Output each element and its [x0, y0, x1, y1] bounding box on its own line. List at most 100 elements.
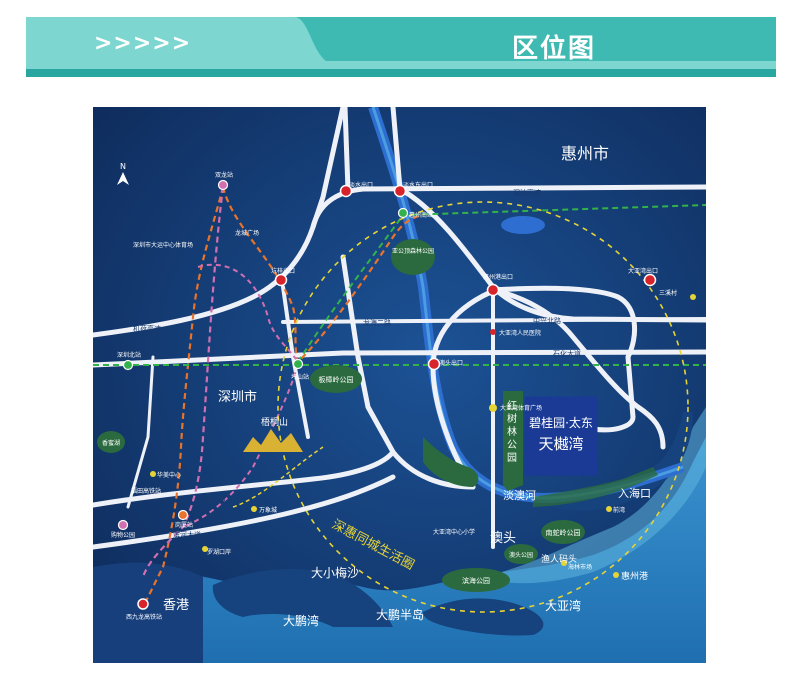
park-yagongding — [391, 239, 435, 275]
poi-huizhougang — [613, 572, 619, 578]
road-north2 — [342, 107, 351, 193]
poi-huamei — [150, 471, 156, 477]
poi-luohu — [202, 546, 208, 552]
park-xiangmihu — [97, 431, 125, 453]
poi-qianwan — [606, 506, 612, 512]
label-shenzhen: 深圳市 — [218, 389, 257, 405]
park-river-strip — [423, 437, 479, 487]
label-danaohe: 淡澳河 — [503, 489, 536, 502]
label-station-longcheng: 龙城广场 — [235, 229, 259, 237]
mangrove-label: 红 树 林 公 园 — [507, 399, 517, 464]
label-park-banzhangling: 板樟岭公园 — [319, 375, 354, 384]
node-aotou-exit — [427, 357, 441, 371]
project-name-line2: 天樾湾 — [538, 435, 583, 453]
node-kengzi — [274, 273, 288, 287]
node-danshui-east — [393, 184, 407, 198]
label-station-shenzhenbei: 深圳北站 — [117, 351, 141, 359]
peninsula-aotou — [538, 412, 693, 511]
hongkong-land — [93, 562, 203, 663]
station-gangxia — [177, 509, 189, 521]
label-aotou: 澳头 — [490, 530, 516, 546]
label-road-jihe: 机荷高速 — [133, 324, 161, 333]
label-exit-aotou: 澳头出口 — [439, 359, 463, 367]
label-station-pingshan: 坪山站 — [291, 373, 309, 381]
road-north3 — [390, 107, 403, 192]
label-huizhougang: 惠州港 — [621, 570, 648, 582]
road-loop-north — [490, 285, 638, 360]
label-poi-school: 大亚湾中心小学 — [433, 528, 475, 536]
road-mid — [281, 285, 310, 439]
road-yellow-dashed — [232, 446, 324, 508]
mangrove-char-2: 树 — [507, 412, 517, 425]
label-park-aotou: 澳头公园 — [509, 551, 533, 559]
mangrove-park-area — [503, 391, 523, 491]
label-road-zhongxing: 中兴北路 — [533, 316, 561, 325]
poi-sports — [489, 404, 497, 412]
mangrove-char-5: 园 — [507, 452, 517, 464]
label-poi-hospital: 大亚湾人民医院 — [499, 329, 541, 337]
metro-orange-line — [142, 186, 225, 608]
road-shennan — [93, 449, 396, 508]
metro-pink-line — [141, 186, 225, 578]
mangrove-char-4: 公 — [507, 440, 517, 451]
label-ruhaikou: 入海口 — [618, 486, 651, 500]
poi-sanxi — [690, 294, 696, 300]
park-nanbaoling — [541, 520, 585, 544]
label-station-dayun: 深圳市大运中心体育场 — [133, 241, 193, 249]
road-binhai — [93, 474, 396, 550]
label-exit-dayawan: 大亚湾出口 — [628, 267, 658, 275]
label-exit-huizhou: 惠州港出口 — [483, 273, 513, 281]
node-danshui — [339, 184, 353, 198]
station-shuanglong — [217, 179, 229, 191]
mangrove-char-3: 林 — [507, 425, 517, 438]
label-road-longer: 龙海二路 — [363, 318, 391, 327]
label-road-binhe: 滨河大道 — [173, 530, 201, 539]
road-shenhai — [340, 254, 476, 490]
label-station-futian: 福田高铁站 — [131, 487, 161, 495]
label-yuren: 渔人码头 — [541, 554, 577, 565]
sea-highlight — [483, 407, 706, 584]
label-station-huizhounan: 惠州南站 — [409, 211, 433, 219]
park-aotou — [504, 544, 538, 564]
label-poi-huamei: 华美中心 — [157, 471, 181, 479]
metro-green-line2 — [297, 204, 706, 363]
label-park-yagongding: 亚公顶森林公园 — [392, 247, 434, 255]
peninsula-right — [423, 598, 544, 636]
poi-dots — [150, 294, 696, 578]
label-poi-qianwan: 前湾 — [613, 506, 625, 514]
label-station-gangxia: 岗厦站 — [175, 521, 193, 529]
road-west — [126, 355, 155, 509]
mangrove-char-1: 红 — [507, 399, 517, 412]
interchange-nodes — [274, 184, 657, 371]
station-shenzhenbei — [122, 359, 134, 371]
station-pingshan — [292, 358, 304, 370]
header-banner: >>>>> 区位图 — [26, 17, 776, 77]
label-poi-haibin: 海林市场 — [568, 563, 592, 571]
label-park-xiangmihu: 香蜜湖 — [102, 439, 120, 447]
compass-arrow-icon — [117, 172, 129, 185]
peninsula-dapeng — [212, 568, 393, 627]
label-station-xijiulong: 西九龙高铁站 — [126, 613, 162, 621]
label-station-luohu: 罗湖口岸 — [207, 548, 231, 556]
label-station-gouwu: 购物公园 — [111, 531, 135, 539]
metro-stations — [117, 179, 409, 610]
map-canvas: N 惠州市 深圳市 香港 大小梅沙 大鹏湾 大鹏半岛 大亚湾 澳头 入海口 淡澳… — [93, 107, 706, 663]
park-banzhangling — [310, 365, 362, 393]
label-poi-sanxi: 三溪村 — [659, 289, 677, 297]
page-title: 区位图 — [511, 34, 596, 64]
location-map: N 惠州市 深圳市 香港 大小梅沙 大鹏湾 大鹏半岛 大亚湾 澳头 入海口 淡澳… — [93, 107, 706, 663]
park-bintai — [442, 568, 510, 592]
station-huizhounan — [397, 207, 409, 219]
label-poi-sports: 大亚湾体育广场 — [500, 404, 542, 412]
label-huizhou: 惠州市 — [561, 144, 609, 163]
life-circle — [277, 201, 689, 613]
compass-letter: N — [120, 162, 126, 171]
label-dapengwan: 大鹏湾 — [283, 613, 319, 628]
label-station-shuanglong: 双龙站 — [215, 171, 233, 179]
label-park-bintai: 滨海公园 — [462, 576, 490, 585]
wutongshan-mountain — [243, 429, 303, 452]
poi-yuren — [561, 560, 567, 566]
project-block — [524, 396, 598, 476]
lake-top — [501, 216, 545, 234]
label-exit-danshui-east: 淡水东出口 — [403, 181, 433, 189]
